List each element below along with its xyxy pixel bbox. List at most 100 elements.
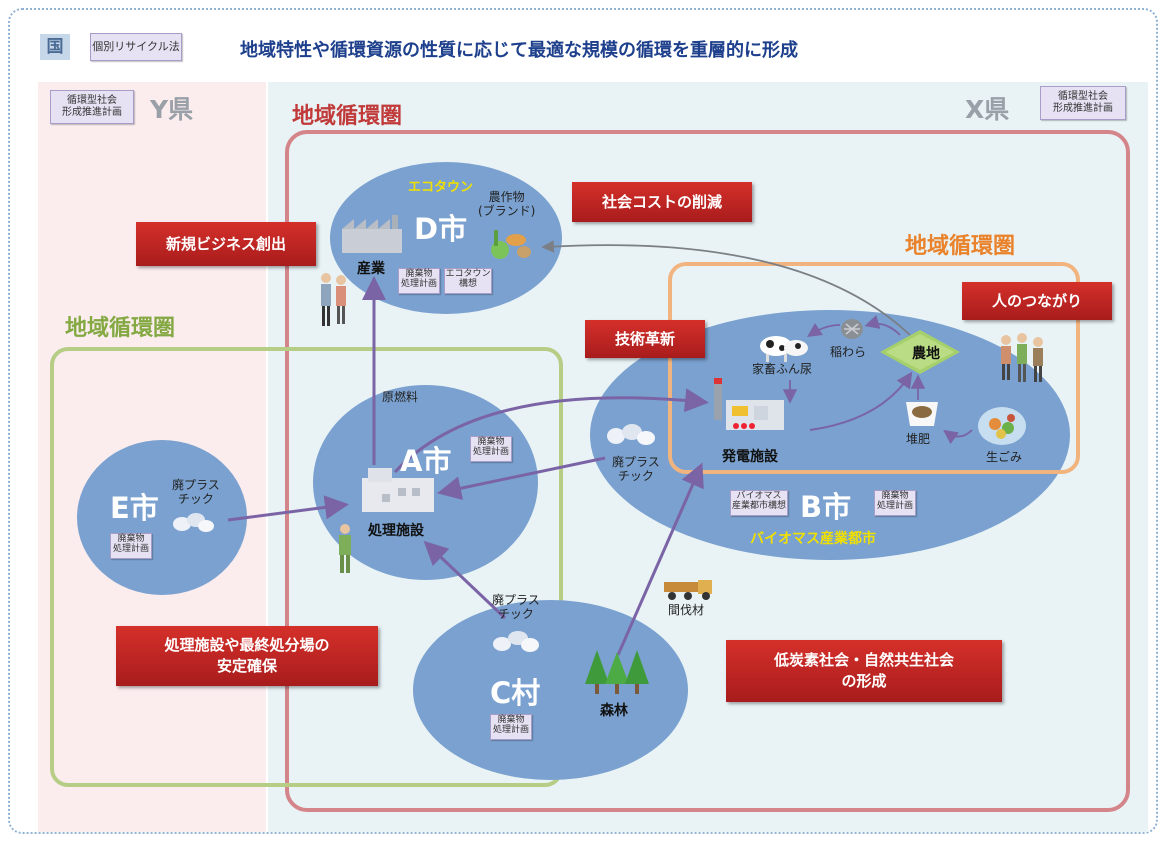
c-plastic-waste-icon — [492, 628, 542, 654]
b-plastic-label: 廃プラス チック — [612, 455, 660, 483]
x-plan-note: 循環型社会 形成推進計画 — [1040, 86, 1126, 120]
arrow-c-to-a — [423, 540, 507, 620]
e-plastic-line1: 廃プラス — [172, 478, 220, 492]
c-village-name: C村 — [490, 676, 541, 710]
factory-icon — [342, 215, 402, 253]
orange-regional-circle-frame — [668, 262, 1080, 474]
e-waste-plan-line1: 廃棄物 — [117, 534, 145, 544]
d-ecotown-plan-line1: エコタウン — [445, 269, 491, 279]
timber-truck-icon — [664, 578, 714, 602]
red-regional-circle-frame — [285, 130, 1130, 812]
innovation-box: 技術革新 — [585, 320, 705, 358]
ecotown-label: エコタウン — [408, 180, 474, 195]
e-plastic-line2: チック — [177, 492, 214, 506]
processing-facility-label: 処理施設 — [368, 523, 424, 539]
stable-facility-line1: 処理施設や最終処分場の — [164, 636, 330, 654]
rice-straw-label: 稲わら — [830, 345, 867, 359]
social-cost-reduction-box: 社会コストの削減 — [572, 182, 752, 222]
livestock-icon — [758, 330, 810, 364]
garbage-bag-icon — [975, 398, 1029, 446]
c-village-ellipse — [413, 600, 688, 780]
d-waste-plan-line2: 処理計画 — [400, 279, 437, 289]
c-plastic-line2: チック — [497, 607, 534, 621]
thinning-wood-label: 間伐材 — [668, 603, 705, 617]
farmland-label: 農地 — [912, 346, 940, 362]
a-city-name: A市 — [400, 444, 452, 478]
y-prefecture-name: Y県 — [150, 95, 194, 124]
e-city-ellipse — [77, 440, 247, 595]
d-waste-plan-line1: 廃棄物 — [405, 269, 433, 279]
people-icon-b — [998, 332, 1046, 384]
people-icon-d — [318, 272, 350, 328]
e-plastic-waste-icon — [172, 510, 216, 534]
b-waste-plan-line1: 廃棄物 — [881, 491, 909, 501]
forest-icon — [585, 650, 651, 696]
livestock-manure-label: 家畜ふん尿 — [752, 362, 813, 376]
arrow-forest-to-b — [616, 462, 704, 656]
arrow-power-to-farm — [809, 371, 913, 431]
crops-line2: (ブランド) — [478, 204, 536, 218]
arrow-e-to-a — [227, 495, 349, 522]
worker-icon — [335, 523, 355, 575]
b-plastic-line1: 廃プラス — [612, 455, 660, 469]
new-business-box: 新規ビジネス創出 — [136, 222, 316, 266]
straw-icon — [840, 318, 864, 340]
d-ecotown-plan-line2: 構想 — [458, 279, 477, 289]
crops-label: 農作物 (ブランド) — [478, 190, 535, 218]
arrow-a-to-b — [393, 388, 709, 474]
green-regional-circle-frame — [50, 347, 563, 787]
d-waste-plan-note: 廃棄物 処理計画 — [398, 268, 440, 294]
power-facility-label: 発電施設 — [722, 449, 778, 465]
c-plastic-line1: 廃プラス — [492, 593, 540, 607]
y-plan-line2: 形成推進計画 — [62, 107, 122, 118]
c-plastic-label: 廃プラス チック — [492, 593, 540, 621]
b-waste-plan-line2: 処理計画 — [876, 501, 913, 511]
b-plastic-line2: チック — [617, 469, 654, 483]
arrow-farm-to-d — [541, 240, 911, 336]
orange-regional-circle-title: 地域循環圏 — [905, 234, 1016, 259]
kobetsu-law-note: 個別リサイクル法 — [90, 33, 182, 61]
low-carbon-society-box: 低炭素社会・自然共生社会 の形成 — [726, 640, 1002, 702]
arrow-b-to-a — [437, 456, 606, 501]
e-plastic-label: 廃プラス チック — [172, 478, 220, 506]
crops-line1: 農作物 — [488, 190, 525, 204]
industry-label: 産業 — [357, 261, 385, 277]
human-link-box: 人のつながり — [962, 282, 1112, 320]
stable-facility-line2: 安定確保 — [216, 657, 277, 675]
compost-icon — [902, 398, 942, 428]
b-biomass-plan-note: バイオマス 産業都市構想 — [730, 490, 788, 516]
d-ecotown-plan-note: エコタウン 構想 — [444, 268, 492, 294]
b-waste-plan-note: 廃棄物 処理計画 — [874, 490, 916, 516]
processing-facility-icon — [362, 468, 434, 512]
arrow-straw-to-livestock — [807, 323, 841, 337]
a-waste-plan-line2: 処理計画 — [472, 447, 509, 457]
a-waste-plan-note: 廃棄物 処理計画 — [470, 436, 512, 462]
page-title: 地域特性や循環資源の性質に応じて最適な規模の循環を重層的に形成 — [240, 40, 798, 61]
outer-frame — [8, 8, 1158, 834]
c-waste-plan-line2: 処理計画 — [492, 725, 529, 735]
x-prefecture-name: X県 — [965, 95, 1010, 124]
forest-label: 森林 — [600, 703, 628, 719]
red-regional-circle-title: 地域循環圏 — [292, 104, 403, 129]
b-biomass-plan-line2: 産業都市構想 — [731, 501, 786, 511]
x-plan-line1: 循環型社会 — [1058, 91, 1108, 102]
compost-label: 堆肥 — [906, 432, 931, 446]
y-plan-line1: 循環型社会 — [67, 95, 117, 106]
b-biomass-plan-line1: バイオマス — [736, 491, 782, 501]
e-waste-plan-note: 廃棄物 処理計画 — [110, 533, 152, 559]
c-waste-plan-note: 廃棄物 処理計画 — [490, 714, 532, 740]
y-plan-note: 循環型社会 形成推進計画 — [50, 90, 134, 124]
biomass-city-label: バイオマス産業都市 — [750, 531, 876, 547]
d-city-name: D市 — [414, 212, 468, 246]
power-plant-icon — [706, 378, 788, 438]
e-waste-plan-line2: 処理計画 — [112, 544, 149, 554]
raw-fuel-label: 原燃料 — [382, 390, 419, 404]
low-carbon-line1: 低炭素社会・自然共生社会 — [773, 651, 954, 669]
arrow-garbage-to-compost — [943, 429, 973, 445]
low-carbon-line2: の形成 — [841, 672, 887, 690]
farmland-icon — [880, 330, 960, 374]
b-city-name: B市 — [800, 490, 852, 524]
e-city-name: E市 — [110, 491, 159, 525]
food-waste-label: 生ごみ — [986, 450, 1023, 464]
